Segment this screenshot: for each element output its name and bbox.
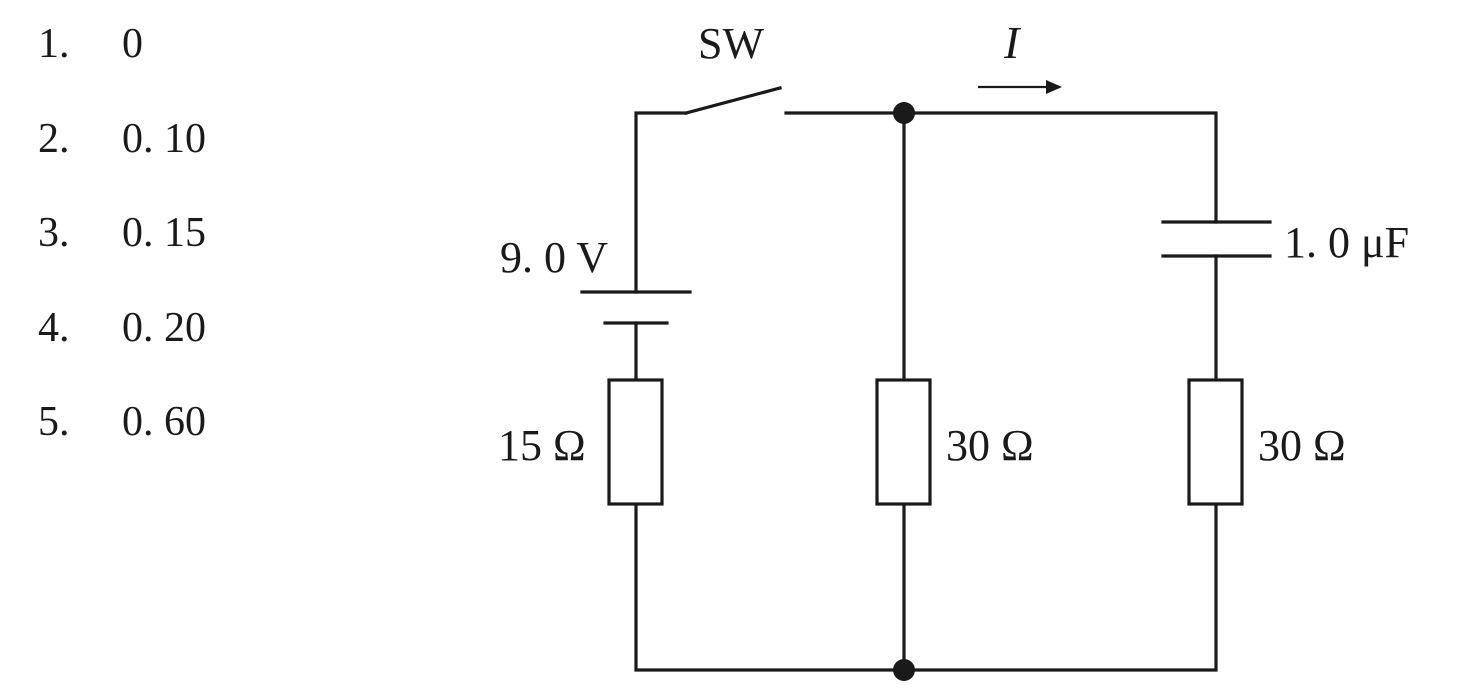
current-arrow (978, 80, 1062, 94)
wire-bottom (634, 502, 1218, 672)
resistor-middle-label: 30 Ω (946, 421, 1034, 470)
junction-dot-bottom (893, 659, 915, 681)
choice-number: 1. (38, 21, 70, 67)
wire-left-top (634, 111, 688, 294)
choice-number: 2. (38, 115, 70, 162)
circuit-wires (634, 111, 1218, 672)
choice-number: 3. (38, 210, 70, 256)
choice-value: 0. 15 (122, 210, 206, 256)
switch-lever (684, 86, 782, 115)
current-label: I (1003, 17, 1022, 68)
resistor-right (1187, 378, 1244, 506)
resistor-left (607, 378, 664, 506)
junction-dot-top (893, 102, 915, 124)
choice-value: 0. 10 (122, 115, 206, 162)
choice-number: 5. (38, 399, 70, 445)
battery-symbol (580, 290, 692, 325)
resistor-middle (875, 378, 932, 506)
battery-label: 9. 0 V (500, 233, 608, 282)
resistor-right-label: 30 Ω (1258, 421, 1346, 470)
capacitor-symbol (1161, 220, 1272, 258)
choice-value: 0. 20 (122, 304, 206, 351)
choice-value: 0 (122, 21, 143, 67)
choice-number: 4. (38, 304, 70, 351)
wire-top (784, 111, 1218, 224)
switch-label: SW (698, 19, 764, 68)
capacitor-label: 1. 0 μF (1284, 218, 1409, 267)
resistor-left-label: 15 Ω (498, 421, 586, 470)
choice-value: 0. 60 (122, 399, 206, 445)
